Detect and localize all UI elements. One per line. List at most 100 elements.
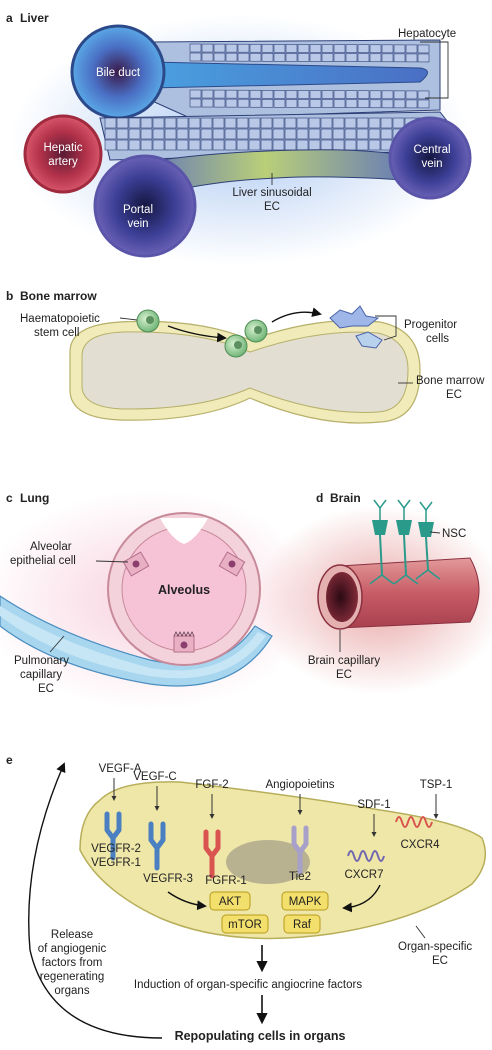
hepatocyte-cell bbox=[273, 99, 286, 108]
hsc-migration-arrow-1 bbox=[167, 325, 227, 343]
hepatocyte-cell bbox=[333, 53, 346, 62]
marrow-sinus-lumen bbox=[81, 331, 409, 413]
hepatocyte-cell bbox=[320, 139, 333, 151]
hepatocyte-cell bbox=[297, 44, 310, 53]
hepatocyte-label: Hepatocyte bbox=[398, 28, 456, 40]
hepatocyte-cell bbox=[417, 99, 430, 109]
hepatocyte-cell bbox=[212, 139, 225, 151]
portal-vein-label-1: Portal bbox=[123, 204, 153, 216]
release-label-1: Release bbox=[51, 929, 93, 941]
hepatocyte-cell bbox=[320, 128, 333, 140]
hepatocyte-cell bbox=[272, 117, 285, 129]
panel-b-title: Bone marrow bbox=[20, 289, 97, 303]
feedback-loop-arrow bbox=[28, 762, 163, 1039]
hepatocyte-cell bbox=[116, 128, 129, 140]
hepatocyte-cell bbox=[188, 128, 201, 140]
hepatocyte-cell bbox=[225, 98, 238, 108]
alveolus-opening bbox=[160, 518, 208, 544]
mapk-box: MAPK bbox=[281, 891, 329, 911]
organ-ec-label-1: Organ-specific bbox=[398, 941, 472, 953]
hepatocyte-cell bbox=[309, 99, 322, 108]
hepatocyte-cell bbox=[296, 117, 309, 129]
panel-b-letter: b bbox=[6, 289, 13, 303]
brain-capillary-lumen bbox=[326, 572, 358, 622]
hepatocyte-cell bbox=[417, 53, 430, 63]
hepatocyte-cell bbox=[417, 90, 430, 100]
hepatic-artery bbox=[23, 114, 103, 194]
hepatocyte-cell bbox=[309, 90, 322, 99]
hepatocyte-cell bbox=[189, 43, 202, 53]
mapk-label: MAPK bbox=[289, 896, 322, 908]
hepatocyte-cell bbox=[176, 128, 189, 140]
nsc-cell-3 bbox=[415, 501, 441, 580]
brain-capillary-tube bbox=[339, 557, 480, 629]
panel-d-title: Brain bbox=[330, 491, 361, 505]
hepatocyte-cell bbox=[200, 128, 213, 140]
hepatocyte-cell bbox=[393, 99, 406, 109]
hepatocyte-cell bbox=[405, 53, 418, 63]
sinusoidal-label-1: Liver sinusoidal bbox=[232, 187, 311, 199]
hepatocyte-cell bbox=[357, 99, 370, 108]
hepatocyte-cell bbox=[297, 53, 310, 62]
hepatocyte-cell bbox=[417, 44, 430, 54]
hepatocyte-cell bbox=[201, 43, 214, 53]
panel-a-letter: a bbox=[6, 11, 13, 25]
hepatocyte-cell bbox=[164, 117, 177, 129]
hepatocyte-cell bbox=[164, 128, 177, 140]
central-vein-label-1: Central bbox=[413, 144, 450, 156]
alveolus-label: Alveolus bbox=[158, 583, 210, 597]
central-vein-label-2: vein bbox=[421, 158, 442, 170]
angiopoietins-label: Angiopoietins bbox=[265, 779, 334, 791]
hepatic-artery-label-1: Hepatic bbox=[44, 142, 83, 154]
vegfr2-label: VEGFR-2 bbox=[91, 843, 141, 855]
hepatocyte-cell bbox=[405, 44, 418, 54]
cxcr4-receptor bbox=[395, 816, 433, 828]
tie2-receptor bbox=[291, 825, 309, 875]
capillary-label-2: capillary bbox=[20, 669, 62, 681]
hepatocyte-cell bbox=[393, 90, 406, 100]
hepatocyte-cell bbox=[248, 128, 261, 140]
capillary-label-3: EC bbox=[38, 683, 54, 695]
hepatocyte-cell bbox=[176, 139, 189, 151]
hsc-nucleus-2 bbox=[234, 341, 242, 349]
organ-ec-leader bbox=[415, 925, 426, 939]
hepatocyte-cell bbox=[189, 89, 202, 99]
hepatocyte-cell bbox=[236, 139, 249, 151]
hepatocyte-cell bbox=[225, 89, 238, 99]
hepatocyte-cell bbox=[296, 139, 309, 151]
central-vein bbox=[388, 116, 472, 200]
hepatocyte-cell bbox=[369, 99, 382, 109]
hepatocyte-cell bbox=[140, 117, 153, 129]
hepatocyte-cell bbox=[381, 44, 394, 54]
hepatocyte-cell bbox=[116, 139, 129, 151]
hepatocyte-cell bbox=[333, 44, 346, 53]
cxcr4-label: CXCR4 bbox=[401, 839, 441, 851]
progenitor-label-1: Progenitor bbox=[404, 319, 457, 331]
hepatocyte-cell bbox=[152, 139, 165, 151]
fgfr1-receptor bbox=[203, 829, 221, 879]
hepatocyte-cell bbox=[345, 53, 358, 62]
hepatocyte-cell bbox=[104, 128, 117, 140]
cxcr7-signal-arrow bbox=[342, 884, 381, 913]
hepatocyte-cell bbox=[213, 98, 226, 108]
nsc-label: NSC bbox=[442, 528, 466, 540]
alveolar-leader bbox=[95, 560, 129, 563]
hepatocyte-cell bbox=[273, 90, 286, 99]
nsc-cell-2 bbox=[393, 499, 419, 585]
hepatocyte-cell bbox=[345, 99, 358, 108]
capillary-leader bbox=[49, 635, 65, 653]
progenitor-cell-1 bbox=[329, 305, 380, 329]
progenitor-cell-2 bbox=[355, 331, 383, 349]
vegfr3-signal-arrow bbox=[167, 891, 207, 911]
hepatocyte-cell bbox=[368, 128, 381, 140]
panel-a-title: Liver bbox=[20, 11, 49, 25]
hepatocyte-cell bbox=[297, 90, 310, 99]
panel-a-liver: a Liver Bile duct Central vein Portal ve… bbox=[6, 11, 472, 265]
hepatocyte-cell bbox=[236, 117, 249, 129]
hepatocyte-cell bbox=[285, 53, 298, 62]
repopulating-label: Repopulating cells in organs bbox=[175, 1029, 346, 1043]
panel-d-letter: d bbox=[316, 491, 323, 505]
akt-label: AKT bbox=[219, 896, 241, 908]
hepatocyte-cell bbox=[188, 139, 201, 151]
panel-d-brain: d Brain NSC bbox=[255, 491, 492, 695]
